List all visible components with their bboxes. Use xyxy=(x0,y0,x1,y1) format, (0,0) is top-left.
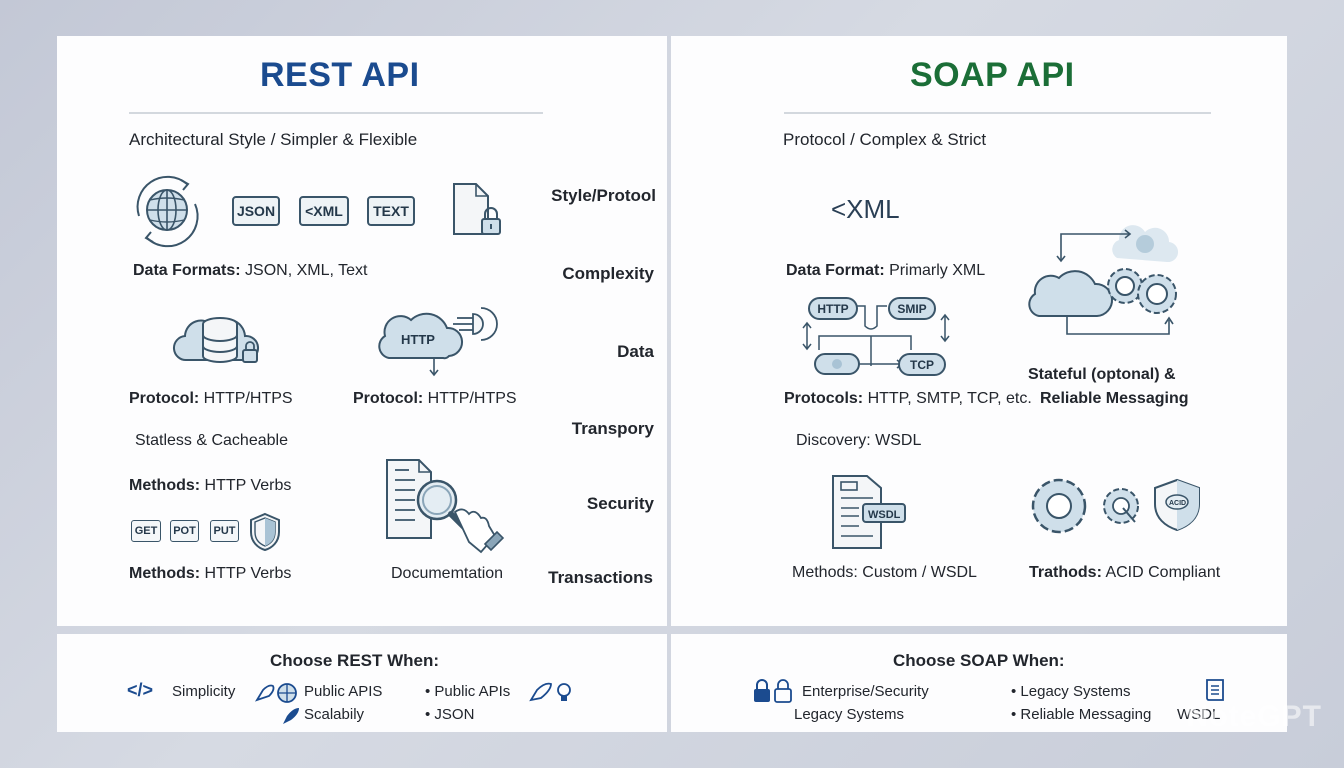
choose-rest-item-json: • JSON xyxy=(425,706,475,723)
methods-text-1: Methods: HTTP Verbs xyxy=(129,477,292,494)
soap-title: SOAP API xyxy=(910,56,1075,94)
wsdl-tag-label: WSDL xyxy=(868,509,901,521)
locked-document-icon xyxy=(453,183,501,235)
choose-soap-item-legacy-systems-1: Legacy Systems xyxy=(794,706,905,723)
acid-badge-label: ACID xyxy=(1169,500,1186,507)
rocket-icon xyxy=(283,708,299,724)
post-verb-chip: POT xyxy=(170,520,199,542)
soap-title-divider xyxy=(784,112,1211,114)
rocket-lightbulb-icon xyxy=(529,682,571,702)
protocols-text: Protocols: HTTP, SMTP, TCP, etc. xyxy=(784,390,1032,407)
soap-subtitle: Protocol / Complex & Strict xyxy=(783,130,987,149)
middle-label-data: Data xyxy=(617,342,654,361)
documentation-text: Documemtation xyxy=(391,565,504,582)
choose-rest-item-public-apis-1: Public APIS xyxy=(304,683,383,700)
code-icon: </> xyxy=(127,680,154,700)
smtp-protocol-pill: SMIP xyxy=(888,297,936,320)
choose-soap-panel: Choose SOAP When: Enterprise/Security Le… xyxy=(671,634,1287,732)
middle-label-complexity: Complexity xyxy=(562,264,654,283)
rocket-globe-icon xyxy=(254,683,297,703)
stateless-text: Statless & Cacheable xyxy=(135,432,288,449)
http-cloud-icon: HTTP xyxy=(378,307,498,377)
shield-icon xyxy=(250,512,280,552)
soap-methods-text: Methods: Custom / WSDL xyxy=(792,564,977,581)
get-verb-chip: GET xyxy=(131,520,161,542)
xml-tag-text: <XML xyxy=(831,194,900,224)
choose-rest-item-simplicity: Simplicity xyxy=(172,683,236,700)
documentation-search-icon xyxy=(386,459,505,554)
soap-panel: SOAP API Protocol / Complex & Strict <XM… xyxy=(671,36,1287,626)
discovery-text: Discovery: WSDL xyxy=(796,432,922,449)
cloud-database-icon xyxy=(173,317,259,363)
rest-panel: REST API Architectural Style / Simpler &… xyxy=(57,36,667,626)
gears-acid-shield-icon: ACID xyxy=(1031,478,1200,534)
rest-title: REST API xyxy=(260,56,420,94)
trathods-text: Trathods: ACID Compliant xyxy=(1029,564,1221,581)
cloud-gears-workflow-icon xyxy=(1028,225,1179,335)
protocol-text-1: Protocol: HTTP/HTPS xyxy=(129,390,293,407)
wsdl-document-icon: WSDL xyxy=(832,475,906,549)
watermark: NoteGPT xyxy=(1186,700,1322,733)
protocol-text-2: Protocol: HTTP/HTPS xyxy=(353,390,517,407)
choose-soap-item-wsdl: WSDL xyxy=(1177,706,1221,723)
middle-label-transactions: Transactions xyxy=(548,568,653,587)
choose-soap-title: Choose SOAP When: xyxy=(893,651,1065,670)
middle-label-style-protocol: Style/Protool xyxy=(551,186,656,205)
choose-rest-item-scalability: Scalabily xyxy=(304,706,365,723)
put-verb-chip: PUT xyxy=(210,520,239,542)
http-cloud-label: HTTP xyxy=(401,332,435,347)
data-format-text: Data Format: Primarly XML xyxy=(786,262,986,279)
rest-subtitle: Architectural Style / Simpler & Flexible xyxy=(129,130,418,149)
choose-soap-item-legacy-systems-2: • Legacy Systems xyxy=(1011,683,1131,700)
rest-title-divider xyxy=(129,112,543,114)
scroll-document-icon xyxy=(1206,679,1224,701)
stateful-text-1: Stateful (optonal) & xyxy=(1028,366,1176,383)
middle-label-transport: Transpory xyxy=(571,419,654,438)
text-format-chip: TEXT xyxy=(367,196,415,226)
methods-text-2: Methods: HTTP Verbs xyxy=(129,565,292,582)
http-protocol-pill: HTTP xyxy=(808,297,858,320)
protocol-network-diagram xyxy=(802,305,950,375)
choose-rest-title: Choose REST When: xyxy=(270,651,440,670)
data-formats-text: Data Formats: JSON, XML, Text xyxy=(133,262,368,279)
choose-soap-item-enterprise-security: Enterprise/Security xyxy=(802,683,929,700)
globe-sync-icon xyxy=(136,175,199,248)
choose-soap-item-reliable-messaging: • Reliable Messaging xyxy=(1011,706,1152,723)
choose-rest-panel: Choose REST When: </> Simplicity Public … xyxy=(57,634,667,732)
xml-format-chip: <XML xyxy=(299,196,349,226)
tcp-protocol-pill: TCP xyxy=(898,353,946,376)
json-format-chip: JSON xyxy=(232,196,280,226)
middle-label-security: Security xyxy=(586,494,654,513)
choose-rest-item-public-apis-2: • Public APIs xyxy=(425,683,511,700)
stateful-text-2: Reliable Messaging xyxy=(1040,390,1189,407)
lock-icons xyxy=(754,679,792,703)
